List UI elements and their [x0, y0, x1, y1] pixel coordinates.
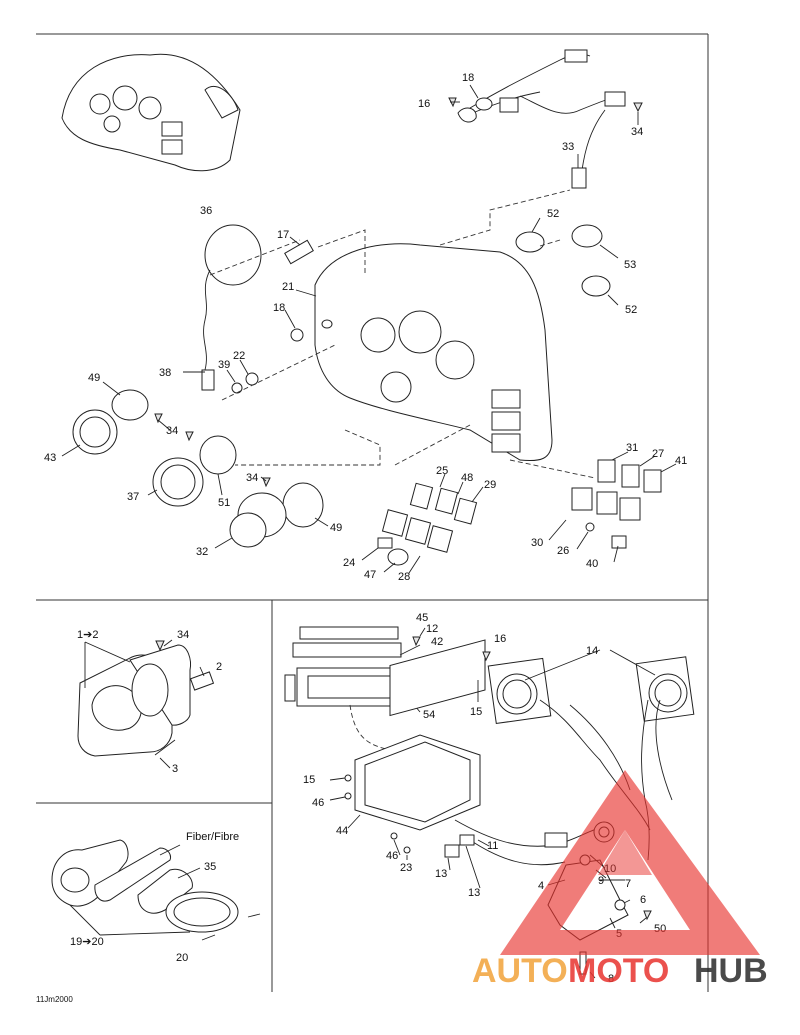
label-34d: 34	[177, 629, 189, 641]
automotohub-watermark: AUTO MOTO HUB	[472, 770, 768, 990]
section-frames	[36, 33, 709, 992]
label-19-20: 19➔20	[70, 936, 104, 948]
label-29: 29	[484, 479, 496, 491]
label-44: 44	[336, 825, 348, 837]
label-46b: 46	[386, 850, 398, 862]
label-49a: 49	[88, 372, 100, 384]
console-inset-drawing	[61, 53, 241, 172]
label-31: 31	[626, 442, 638, 454]
top-dashed-lines	[209, 189, 596, 479]
label-41: 41	[675, 455, 687, 467]
label-4: 4	[538, 880, 544, 892]
label-16b: 16	[494, 633, 506, 645]
label-22: 22	[233, 350, 245, 362]
watermark-moto: MOTO	[568, 952, 669, 990]
footer-code: 11Jm2000	[36, 995, 73, 1004]
label-34b: 34	[166, 425, 178, 437]
label-3: 3	[172, 763, 178, 775]
label-8: 8	[608, 973, 614, 985]
label-36: 36	[200, 205, 212, 217]
label-11: 11	[487, 840, 498, 852]
label-34: 34	[631, 126, 643, 138]
label-18b: 18	[273, 302, 285, 314]
label-26: 26	[557, 545, 569, 557]
mid-left-assembly	[77, 639, 215, 769]
gauge-components-left	[72, 224, 324, 548]
wiring-harness-top	[448, 49, 643, 189]
label-53: 53	[624, 259, 636, 271]
label-42: 42	[431, 636, 443, 648]
gauge-rings	[515, 224, 611, 297]
label-51: 51	[218, 497, 230, 509]
label-46a: 46	[312, 797, 324, 809]
label-7: 7	[625, 878, 631, 890]
label-33: 33	[562, 141, 574, 153]
label-fiber: Fiber/Fibre	[186, 831, 239, 843]
label-9: 9	[598, 875, 604, 887]
label-47: 47	[364, 569, 376, 581]
label-52a: 52	[547, 208, 559, 220]
label-12: 12	[426, 623, 438, 635]
label-27: 27	[652, 448, 664, 460]
bottom-left-assembly	[51, 839, 261, 941]
label-38: 38	[159, 367, 171, 379]
label-15a: 15	[470, 706, 482, 718]
label-54: 54	[423, 709, 435, 721]
label-34c: 34	[246, 472, 258, 484]
label-13a: 13	[435, 868, 447, 880]
label-32: 32	[196, 546, 208, 558]
label-17: 17	[277, 229, 289, 241]
label-49b: 49	[330, 522, 342, 534]
label-43: 43	[44, 452, 56, 464]
label-20: 20	[176, 952, 188, 964]
label-13b: 13	[468, 887, 480, 899]
top-leader-lines	[61, 84, 677, 574]
label-52b: 52	[625, 304, 637, 316]
watermark-auto: AUTO	[472, 952, 568, 990]
watermark-triangle-logo	[500, 770, 760, 955]
part-labels: 18 16 34 33 36 17 21 18 22 39 38 49 34 4…	[44, 72, 687, 985]
switch-components	[377, 459, 662, 566]
label-2: 2	[216, 661, 222, 673]
label-40: 40	[586, 558, 598, 570]
label-6: 6	[640, 894, 646, 906]
label-39: 39	[218, 359, 230, 371]
label-48: 48	[461, 472, 473, 484]
watermark-hub: HUB	[694, 952, 768, 990]
label-28: 28	[398, 571, 410, 583]
label-24: 24	[343, 557, 355, 569]
dashboard-panel	[314, 243, 553, 462]
label-21: 21	[282, 281, 294, 293]
label-1-2: 1➔2	[77, 629, 98, 641]
label-35: 35	[204, 861, 216, 873]
label-25: 25	[436, 465, 448, 477]
label-30: 30	[531, 537, 543, 549]
label-23: 23	[400, 862, 412, 874]
label-14: 14	[586, 645, 598, 657]
label-16: 16	[418, 98, 430, 110]
label-45: 45	[416, 612, 428, 624]
watermark-triangle-inner	[598, 830, 652, 875]
label-18: 18	[462, 72, 474, 84]
label-15b: 15	[303, 774, 315, 786]
label-37: 37	[127, 491, 139, 503]
